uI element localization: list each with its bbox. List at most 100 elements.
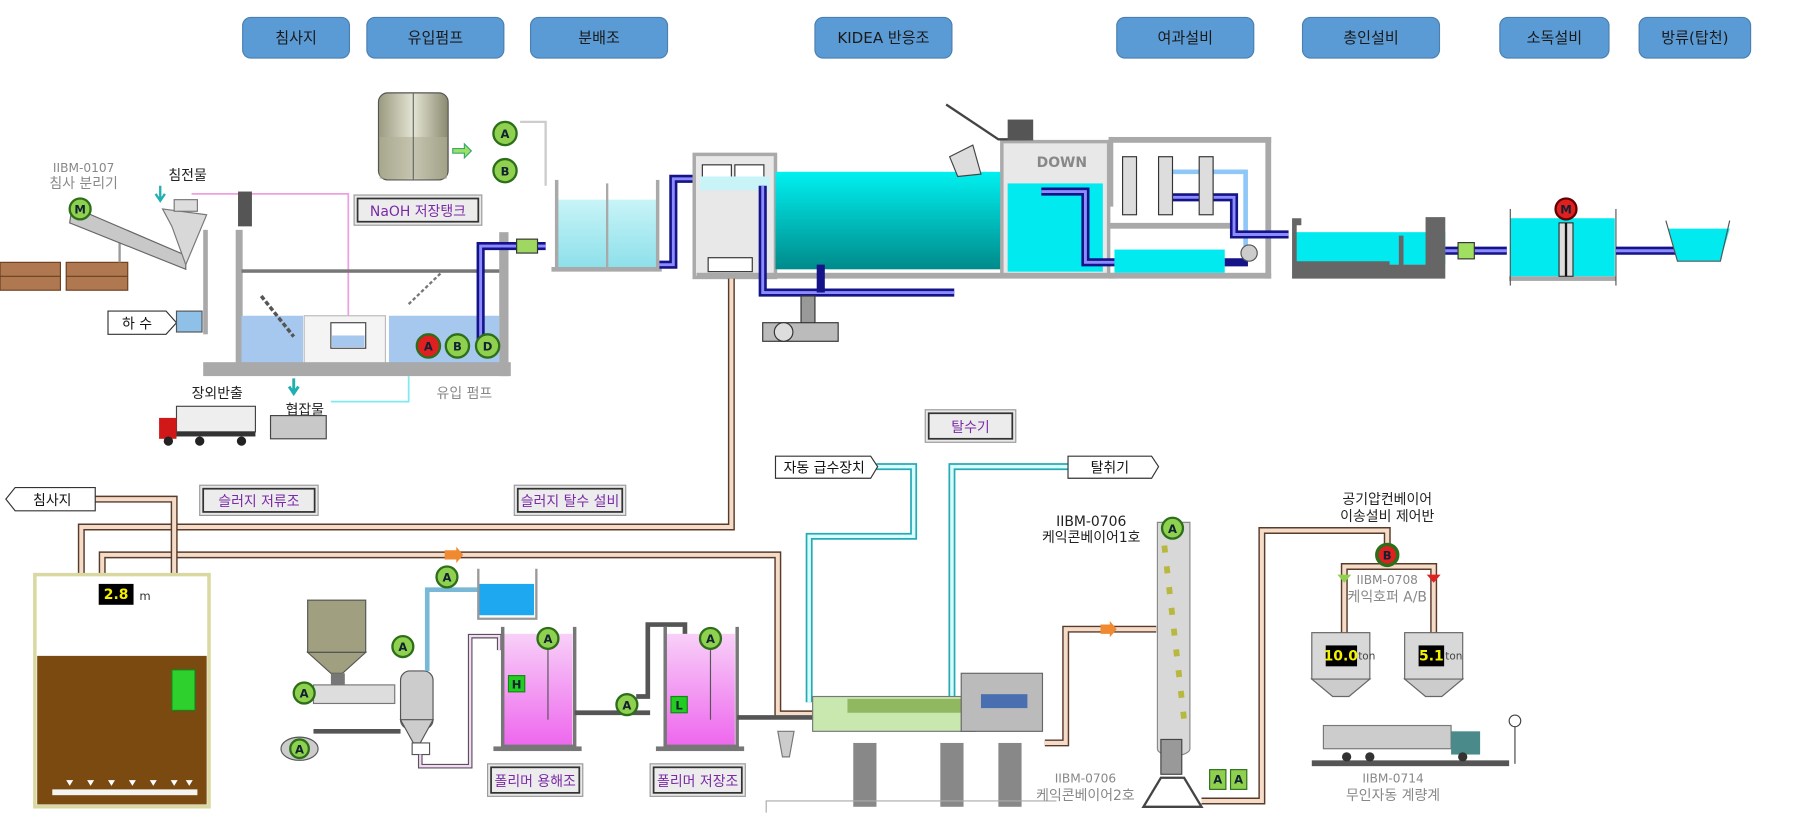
grit-separator-name: 침사 분리기 bbox=[49, 176, 117, 192]
phosphorus-removal-tank bbox=[1292, 217, 1446, 279]
svg-text:폴리머 저장조: 폴리머 저장조 bbox=[657, 774, 738, 790]
transfer-pump-badge[interactable]: A bbox=[615, 693, 639, 717]
nav-button-phosphorus[interactable]: 총인설비 bbox=[1301, 16, 1441, 59]
cake-hopper-a bbox=[1310, 632, 1372, 698]
nav-button-distribution-tank[interactable]: 분배조 bbox=[529, 16, 669, 59]
kidea-reactor bbox=[692, 103, 1115, 280]
conveyor1-badge[interactable]: A bbox=[1160, 516, 1185, 540]
polymer-dissolve-label[interactable]: 폴리머 용해조 bbox=[487, 763, 584, 797]
cake-feed-pipe bbox=[1044, 625, 1157, 747]
weighbridge-truck-icon bbox=[1311, 714, 1522, 767]
svg-text:침사지: 침사지 bbox=[33, 493, 71, 509]
dissolve-agitator-badge[interactable]: A bbox=[536, 626, 560, 651]
transfer-riser bbox=[636, 622, 688, 699]
naoh-pump-a-badge[interactable]: A bbox=[492, 120, 518, 147]
nav-button-filtration[interactable]: 여과설비 bbox=[1116, 16, 1255, 59]
nav-button-influent-pump[interactable]: 유입펌프 bbox=[366, 16, 505, 59]
nav-button-discharge[interactable]: 방류(탑천) bbox=[1638, 16, 1752, 59]
cake-conveyor-1[interactable] bbox=[1156, 521, 1191, 757]
nav-button-kidea-reactor[interactable]: KIDEA 반응조 bbox=[814, 16, 953, 59]
truck-icon bbox=[159, 405, 257, 446]
svg-text:2.8: 2.8 bbox=[104, 587, 129, 603]
influent-pump-a-badge[interactable]: A bbox=[415, 333, 442, 359]
sediment-label: 침전물 bbox=[168, 168, 207, 184]
sludge-level-display: 2.8 bbox=[98, 583, 134, 605]
flowmeter-icon bbox=[516, 238, 539, 254]
valve-a1-badge[interactable]: A bbox=[1209, 769, 1227, 790]
distribution-outlet-pipe bbox=[659, 174, 697, 269]
mixer-badge[interactable]: A bbox=[391, 634, 415, 659]
svg-text:침사지: 침사지 bbox=[275, 29, 317, 47]
cake-arrow-icon bbox=[1100, 621, 1117, 638]
sewage-inflow-tag: 하 수 bbox=[107, 310, 178, 335]
svg-text:10.0: 10.0 bbox=[1324, 649, 1359, 665]
influent-pump-b-badge[interactable]: B bbox=[444, 333, 471, 359]
svg-text:슬러지 저류조: 슬러지 저류조 bbox=[218, 494, 299, 510]
flow-arrow-icon bbox=[444, 546, 464, 564]
naoh-arrow-icon bbox=[452, 142, 473, 160]
hopper-b-valve-icon bbox=[1426, 574, 1441, 583]
screenings-bin bbox=[269, 415, 327, 440]
blower-badge[interactable]: A bbox=[289, 738, 310, 760]
hopper-b-weight: 5.1 bbox=[1418, 645, 1445, 667]
grit-conveyor[interactable] bbox=[69, 199, 208, 271]
sand-boxes bbox=[0, 237, 129, 291]
scale-name: 무인자동 계량계 bbox=[1346, 788, 1440, 804]
conveyor2-name: 케익콘베이어2호 bbox=[1036, 788, 1135, 804]
svg-text:A: A bbox=[543, 632, 552, 646]
svg-text:A: A bbox=[501, 127, 510, 141]
svg-text:총인설비: 총인설비 bbox=[1343, 29, 1398, 47]
svg-text:A: A bbox=[424, 340, 433, 354]
sludge-dewater-label[interactable]: 슬러지 탈수 설비 bbox=[513, 484, 627, 516]
svg-text:B: B bbox=[453, 340, 462, 354]
svg-text:B: B bbox=[501, 164, 510, 178]
svg-text:A: A bbox=[1234, 773, 1243, 787]
influent-pump-d-badge[interactable]: D bbox=[474, 333, 501, 359]
scale-id: IIBM-0714 bbox=[1362, 771, 1424, 785]
sediment-arrow-icon bbox=[154, 185, 166, 203]
decanter-centrifuge[interactable] bbox=[765, 672, 1057, 813]
blower-icon[interactable] bbox=[762, 295, 839, 342]
dewaterer-label[interactable]: 탈수기 bbox=[924, 409, 1017, 443]
svg-text:슬러지 탈수 설비: 슬러지 탈수 설비 bbox=[521, 494, 620, 510]
cake-conveyor-2-motor[interactable] bbox=[1141, 738, 1204, 808]
svg-text:A: A bbox=[1213, 773, 1222, 787]
svg-text:A: A bbox=[398, 640, 407, 654]
svg-text:5.1: 5.1 bbox=[1419, 649, 1444, 665]
svg-text:B: B bbox=[1383, 549, 1392, 563]
sludge-storage-label[interactable]: 슬러지 저류조 bbox=[199, 484, 319, 516]
screw-feeder-badge[interactable]: A bbox=[292, 681, 316, 705]
nav-button-disinfection[interactable]: 소독설비 bbox=[1499, 16, 1610, 59]
svg-text:A: A bbox=[300, 687, 309, 701]
svg-text:탈수기: 탈수기 bbox=[951, 420, 989, 436]
svg-text:A: A bbox=[622, 698, 631, 712]
water-valve-badge[interactable]: A bbox=[435, 565, 459, 589]
diverter-b-badge[interactable]: B bbox=[1375, 542, 1400, 568]
deodorizer-tag[interactable]: 탈취기 bbox=[1067, 455, 1160, 479]
valve-a2-badge[interactable]: A bbox=[1229, 769, 1248, 790]
conveyor2-id: IIBM-0706 bbox=[1055, 771, 1116, 785]
grit-chamber-tag[interactable]: 침사지 bbox=[5, 486, 96, 512]
svg-text:D: D bbox=[483, 340, 493, 354]
svg-text:L: L bbox=[675, 698, 683, 712]
nav-button-grit-chamber[interactable]: 침사지 bbox=[242, 16, 351, 59]
svg-text:NaOH 저장탱크: NaOH 저장탱크 bbox=[370, 204, 466, 220]
naoh-pump-b-badge[interactable]: B bbox=[492, 157, 518, 184]
svg-text:여과설비: 여과설비 bbox=[1158, 29, 1213, 47]
disinfection-motor-badge[interactable]: M bbox=[1554, 197, 1578, 221]
naoh-tank-label[interactable]: NaOH 저장탱크 bbox=[353, 194, 483, 226]
conveyor1-name: 케익콘베이어1호 bbox=[1042, 530, 1141, 546]
hopper-a-unit: ton bbox=[1358, 650, 1375, 662]
polymer-hopper bbox=[306, 599, 435, 756]
disinfection-tank bbox=[1509, 208, 1617, 286]
auto-water-supply-tag[interactable]: 자동 급수장치 bbox=[774, 455, 879, 479]
svg-text:A: A bbox=[295, 742, 304, 756]
sludge-pump-icon[interactable] bbox=[171, 669, 196, 712]
polymer-storage-label[interactable]: 폴리머 저장조 bbox=[649, 763, 746, 797]
grit-conveyor-motor-badge[interactable]: M bbox=[68, 197, 92, 221]
naoh-storage-tank[interactable] bbox=[377, 92, 449, 181]
storage-agitator-badge[interactable]: A bbox=[698, 626, 723, 651]
pneumatic-label-1: 공기압컨베이어 bbox=[1342, 492, 1432, 508]
polymer-dissolve-tank bbox=[493, 626, 582, 752]
hopper-b-unit: ton bbox=[1445, 650, 1462, 662]
